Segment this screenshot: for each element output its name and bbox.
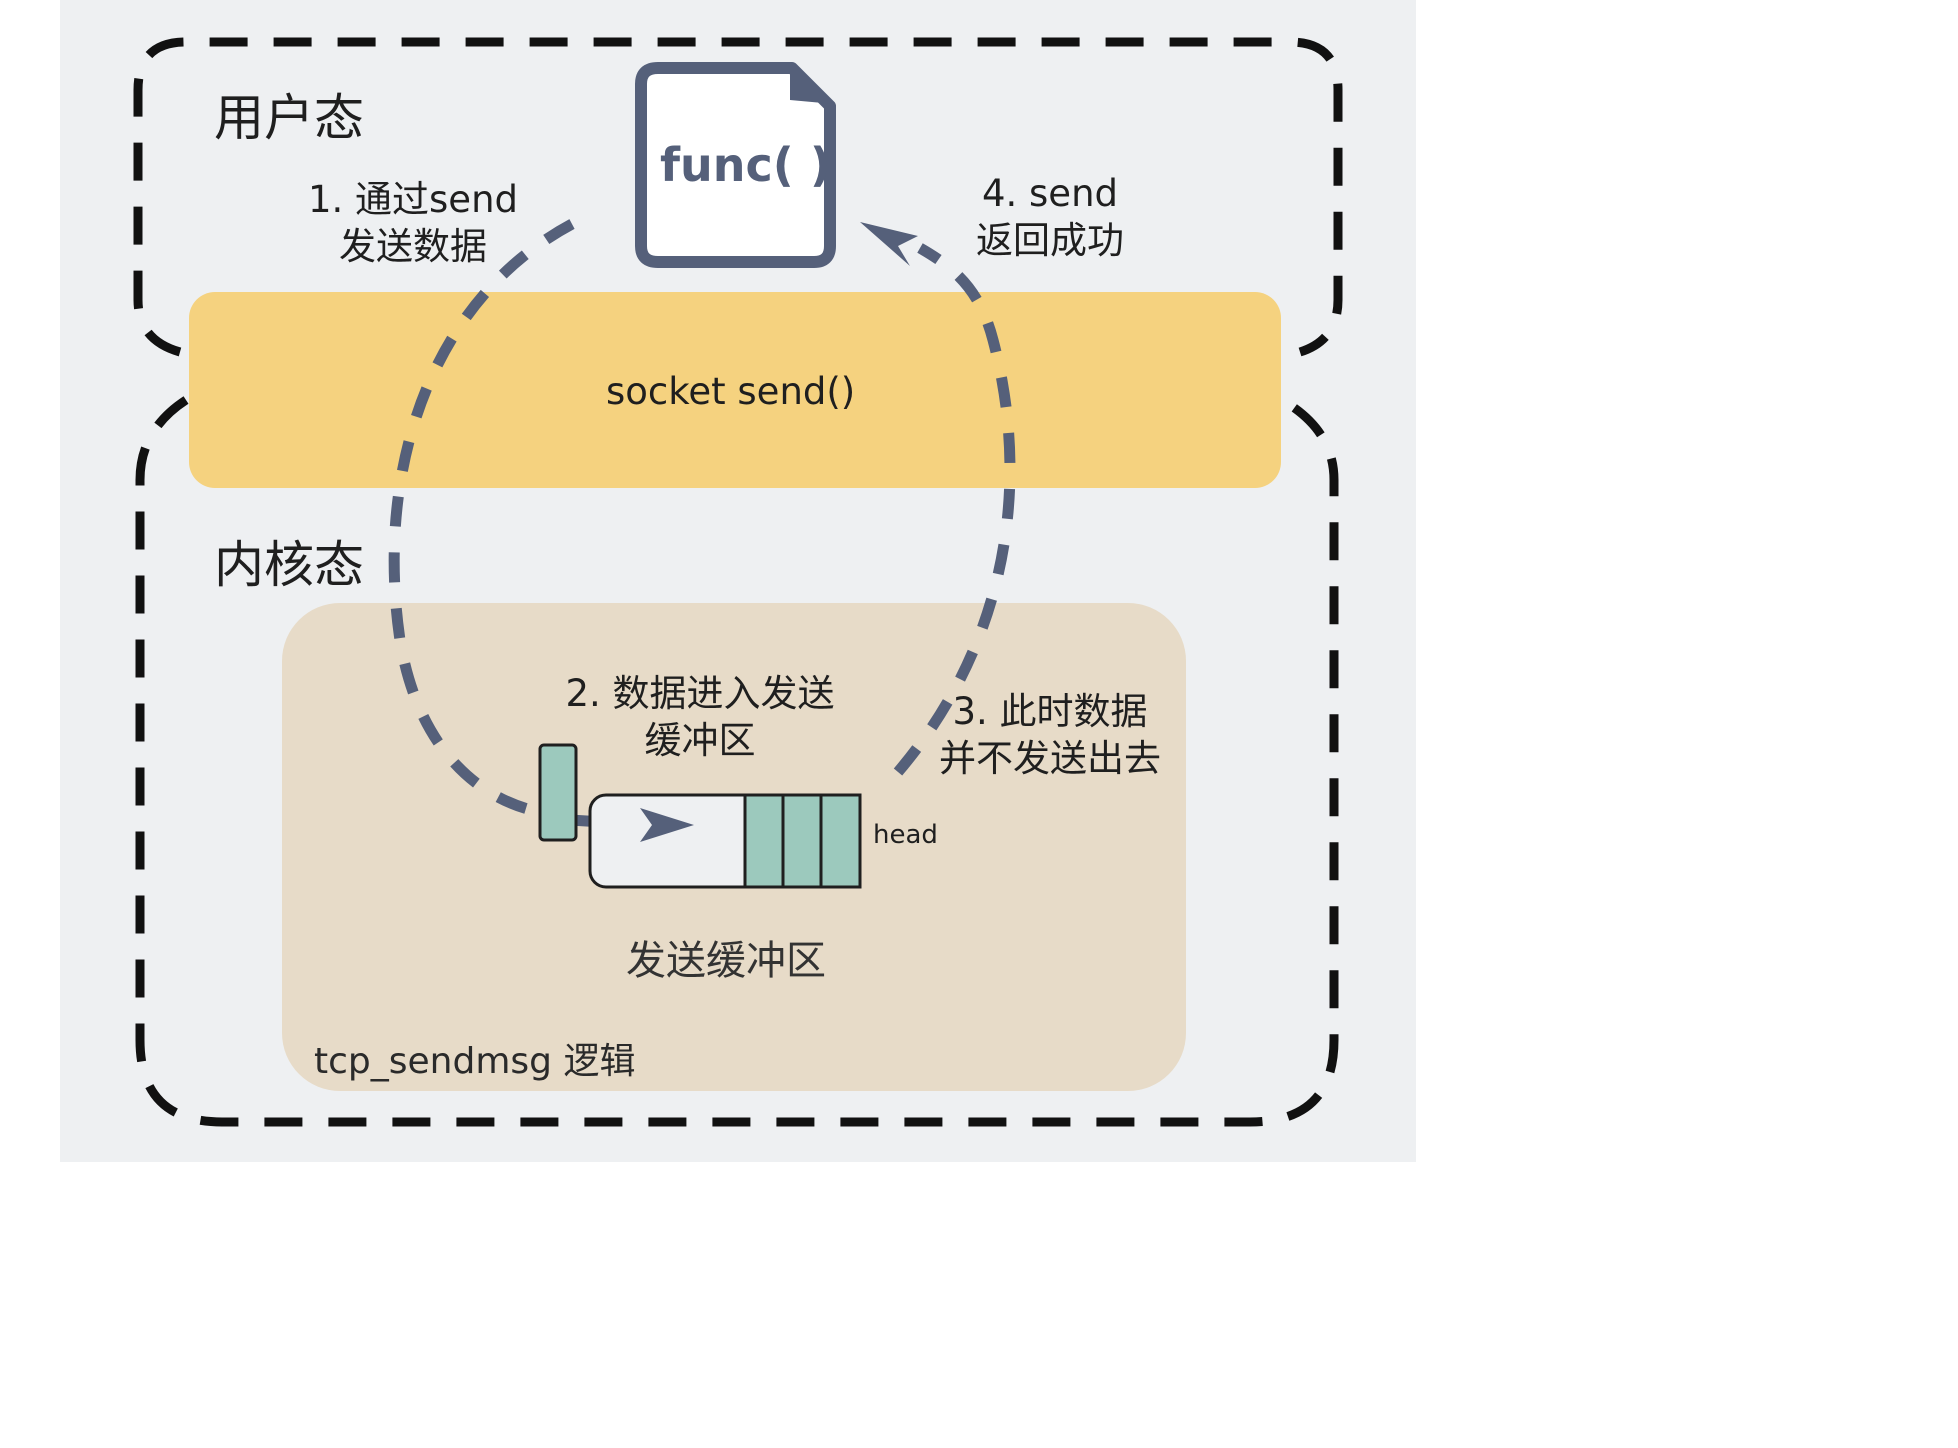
buffer-caption: 发送缓冲区 (626, 938, 826, 984)
kernel-mode-boundary (135, 396, 1339, 1127)
kernel-mode-label: 内核态 (214, 536, 364, 594)
step1-line2: 发送数据 (339, 225, 487, 268)
step1-line1: 1. 通过send (307, 178, 519, 221)
buffer-slot (781, 793, 823, 889)
buffer-slot (819, 793, 862, 889)
step3-label: 3. 此时数据 并不发送出去 (922, 688, 1178, 782)
step2-line2: 缓冲区 (644, 719, 756, 762)
return-flow-arrow (893, 243, 1016, 776)
step4-line1: 4. send (981, 172, 1119, 215)
user-mode-label: 用户态 (214, 89, 364, 147)
send-buffer (588, 793, 862, 889)
socket-send-label: socket send() (606, 370, 856, 413)
step1-label: 1. 通过send 发送数据 (303, 176, 523, 270)
incoming-data-block (538, 743, 578, 842)
buffer-head-label: head (873, 820, 938, 850)
tcp-sendmsg-label: tcp_sendmsg 逻辑 (314, 1041, 636, 1082)
step3-line2: 并不发送出去 (939, 737, 1161, 780)
diagram-graphics (133, 37, 1343, 1127)
step4-line2: 返回成功 (976, 219, 1124, 262)
step4-label: 4. send 返回成功 (955, 170, 1145, 264)
step2-line1: 2. 数据进入发送 (565, 672, 835, 715)
document-icon (635, 62, 836, 268)
diagram-canvas: 用户态 内核态 func( ) socket send() 1. 通过send … (60, 0, 1416, 1162)
socket-send-bar (189, 292, 1281, 488)
step2-label: 2. 数据进入发送 缓冲区 (550, 670, 850, 764)
user-mode-boundary (133, 37, 1343, 357)
buffer-slot (743, 793, 785, 889)
step3-line1: 3. 此时数据 (952, 690, 1148, 733)
buffer-direction-arrow (640, 808, 694, 842)
func-label: func( ) (660, 138, 831, 192)
return-arrowhead (860, 222, 918, 266)
send-flow-arrow (388, 219, 575, 818)
